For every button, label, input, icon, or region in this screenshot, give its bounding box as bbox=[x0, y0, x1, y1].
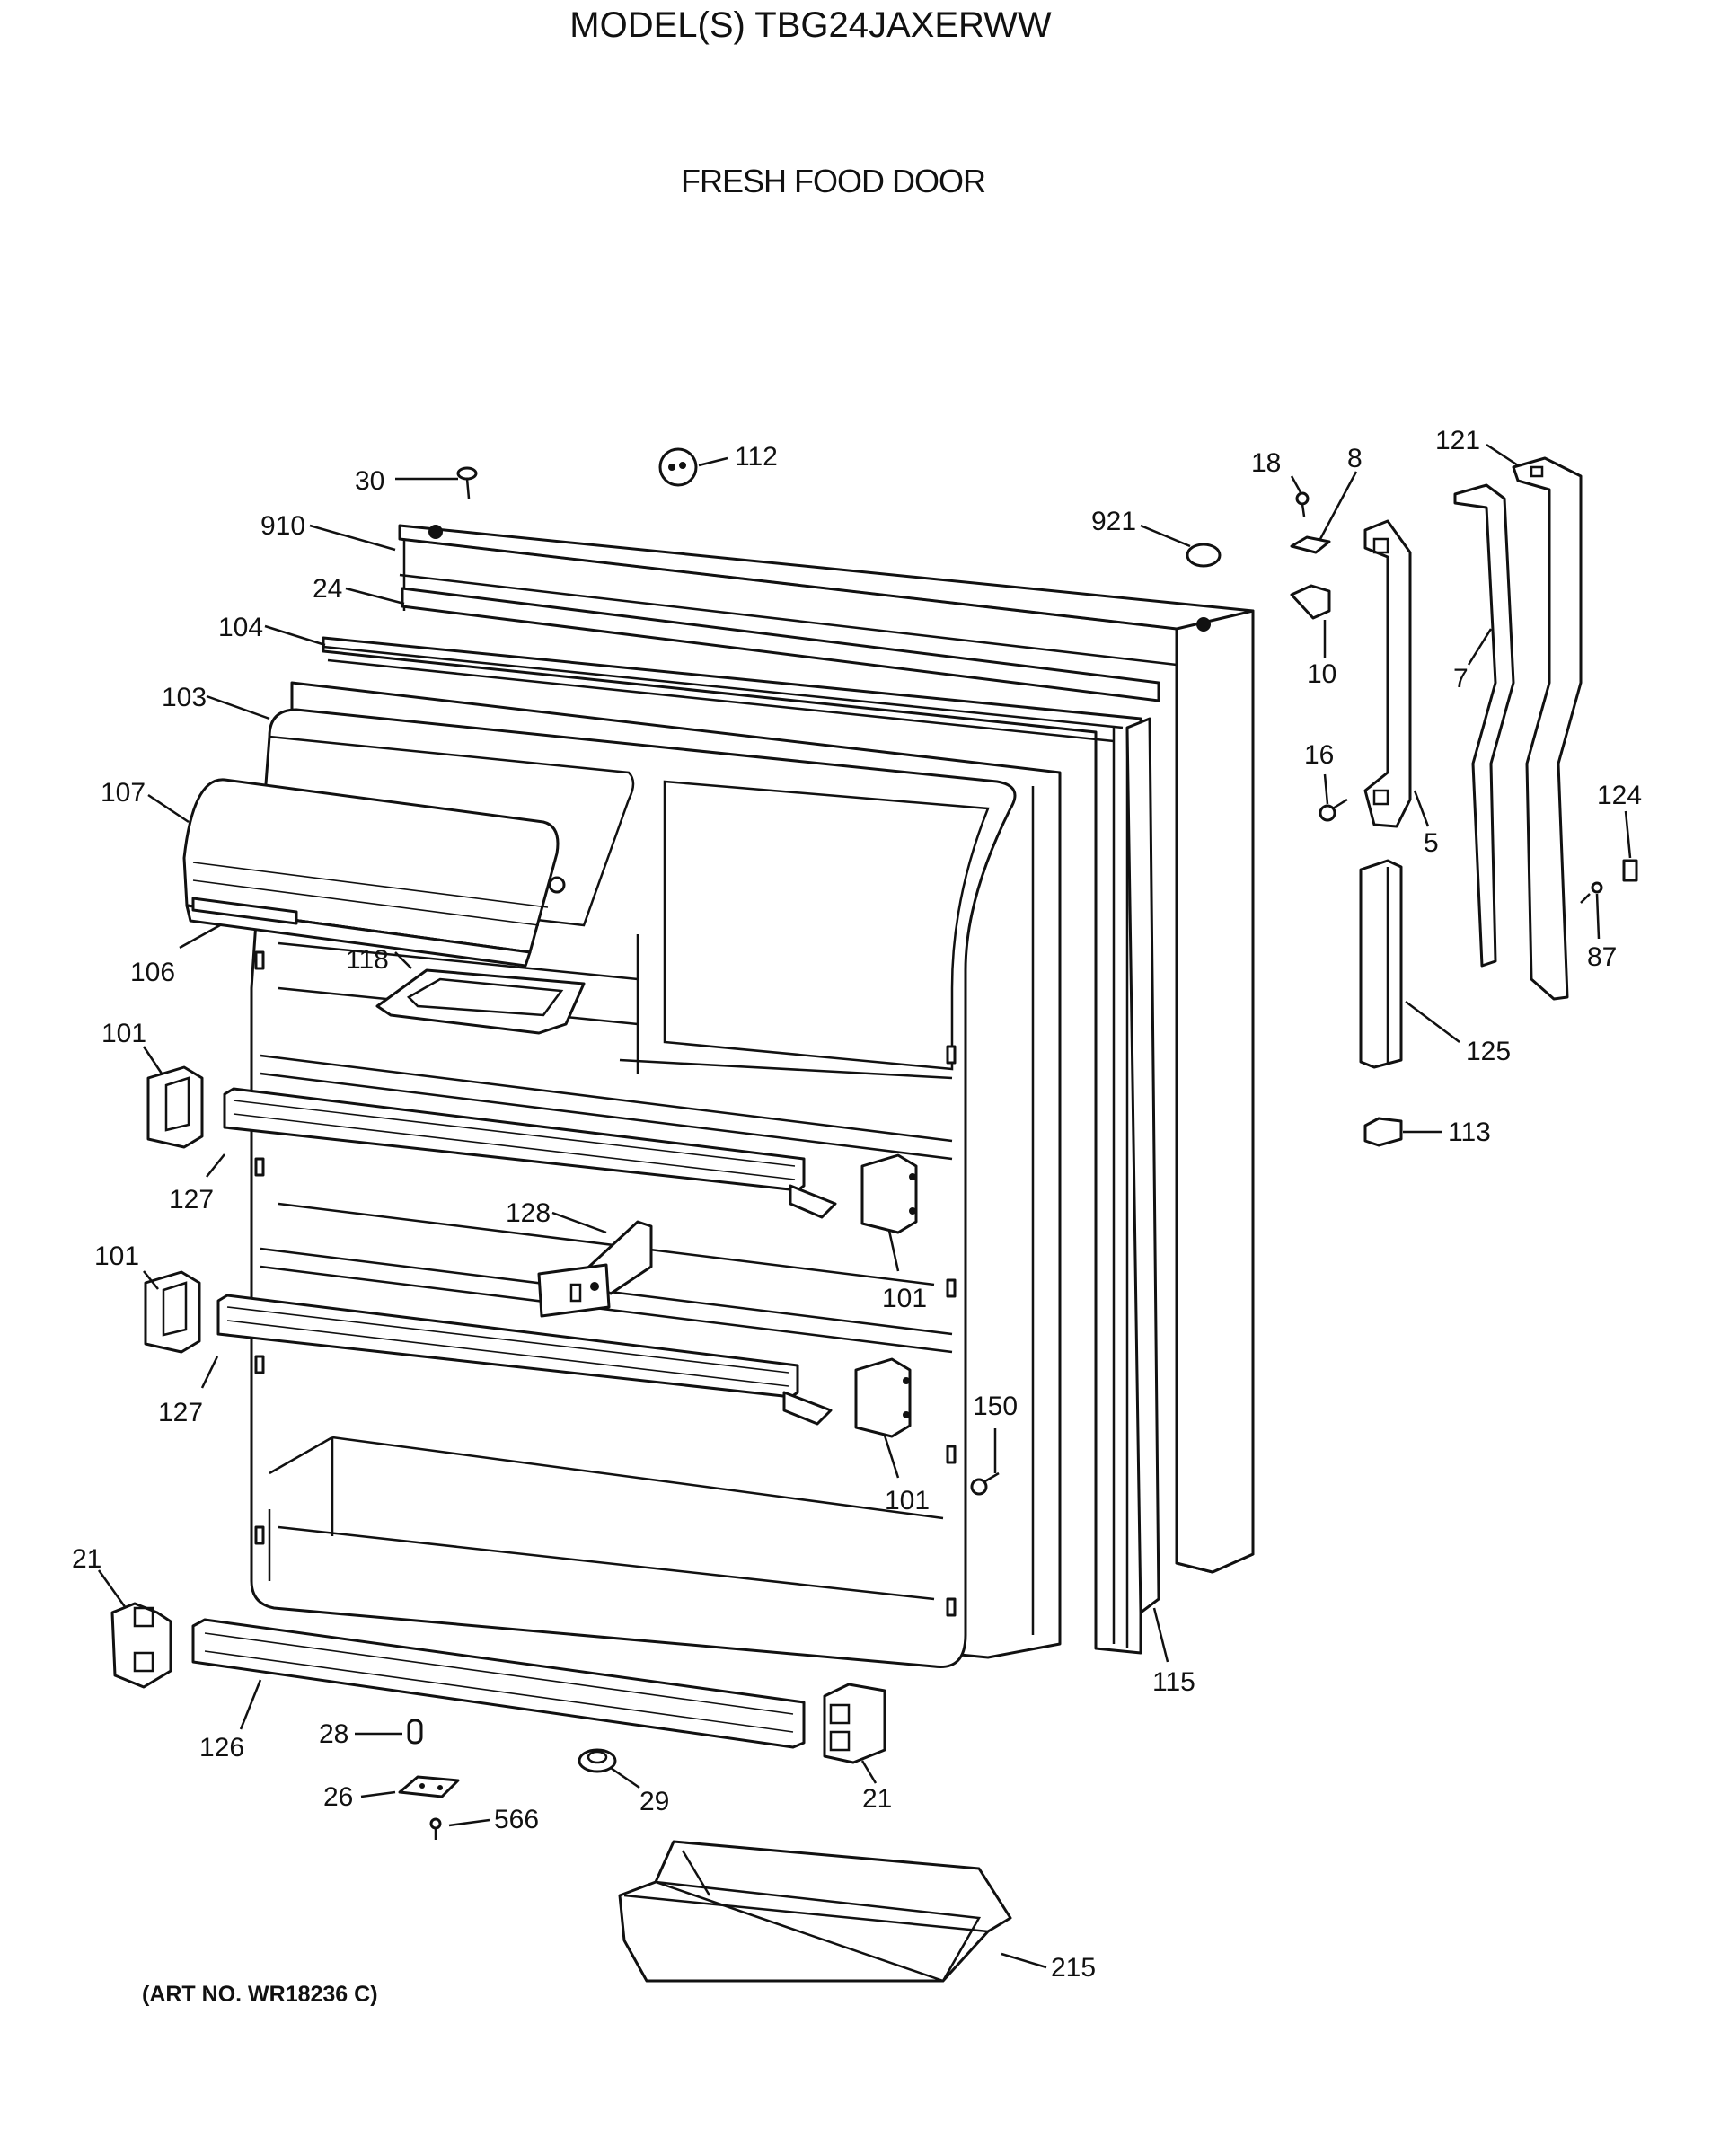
seal-strip bbox=[1125, 717, 1160, 1614]
shelf-bracket bbox=[854, 1357, 912, 1438]
callout-label: 29 bbox=[639, 1787, 669, 1816]
shelf-divider bbox=[537, 1220, 653, 1318]
leader-lines bbox=[97, 443, 1632, 1969]
callout-label: 921 bbox=[1091, 507, 1136, 536]
callout-label: 566 bbox=[494, 1805, 539, 1834]
screw-87 bbox=[1580, 881, 1603, 904]
handle-cap bbox=[1186, 543, 1222, 568]
callout-label: 5 bbox=[1424, 828, 1439, 858]
trim-121 bbox=[1512, 456, 1583, 1001]
shelf-bracket bbox=[144, 1270, 201, 1354]
diagram-subtitle: FRESH FOOD DOOR bbox=[680, 163, 986, 199]
callout-label: 21 bbox=[72, 1544, 101, 1574]
callout-label: 121 bbox=[1435, 426, 1480, 455]
callouts: 30 112 910 24 104 103 107 106 118 101 12… bbox=[72, 426, 1642, 1983]
callout-label: 112 bbox=[735, 442, 778, 472]
callout-label: 7 bbox=[1453, 664, 1469, 694]
door-shelf-upper bbox=[223, 1087, 837, 1219]
callout-label: 107 bbox=[101, 778, 146, 808]
hinge-right bbox=[823, 1683, 886, 1764]
screw-16 bbox=[1319, 798, 1348, 822]
callout-label: 8 bbox=[1347, 444, 1363, 473]
clip-124 bbox=[1622, 859, 1638, 882]
door-gasket bbox=[322, 636, 1142, 1655]
callout-label: 87 bbox=[1587, 942, 1617, 972]
clip-8 bbox=[1290, 535, 1331, 554]
callout-label: 150 bbox=[973, 1392, 1018, 1421]
callout-label: 24 bbox=[313, 574, 342, 604]
screw-150 bbox=[970, 1471, 1000, 1496]
screw-30 bbox=[456, 466, 478, 499]
hinge-left bbox=[110, 1602, 172, 1689]
door-shelf-lower bbox=[216, 1294, 833, 1426]
callout-label: 101 bbox=[101, 1019, 146, 1048]
handle-5 bbox=[1363, 519, 1412, 828]
callout-label: 101 bbox=[885, 1486, 930, 1515]
callout-label: 104 bbox=[218, 613, 263, 642]
callout-label: 215 bbox=[1051, 1953, 1096, 1983]
callout-label: 125 bbox=[1466, 1037, 1511, 1066]
stop-113 bbox=[1363, 1117, 1403, 1147]
callout-label: 10 bbox=[1307, 659, 1336, 689]
bottom-trim bbox=[191, 1618, 806, 1749]
callout-label: 115 bbox=[1152, 1667, 1195, 1697]
callout-label: 26 bbox=[323, 1782, 353, 1812]
end-cap-112 bbox=[658, 447, 698, 487]
callout-label: 101 bbox=[882, 1284, 927, 1313]
callout-label: 118 bbox=[346, 945, 389, 975]
breaker-strip bbox=[401, 587, 1160, 702]
callout-label: 16 bbox=[1304, 740, 1334, 770]
callout-label: 18 bbox=[1251, 448, 1281, 478]
screw-566 bbox=[429, 1817, 442, 1840]
callout-label: 910 bbox=[260, 511, 305, 541]
callout-label: 124 bbox=[1597, 781, 1642, 810]
screw-18 bbox=[1295, 491, 1310, 517]
shelf-bracket bbox=[860, 1153, 918, 1234]
plate-26 bbox=[398, 1775, 460, 1798]
shelf-bracket bbox=[146, 1065, 204, 1149]
egg-tray bbox=[375, 968, 586, 1035]
callout-label: 30 bbox=[355, 466, 384, 496]
art-number: (ART NO. WR18236 C) bbox=[142, 1982, 378, 2007]
callout-label: 127 bbox=[169, 1185, 214, 1215]
callout-label: 128 bbox=[506, 1198, 551, 1228]
callout-label: 103 bbox=[162, 683, 207, 712]
callout-label: 106 bbox=[130, 958, 175, 987]
callout-label: 126 bbox=[199, 1733, 244, 1763]
callout-label: 113 bbox=[1448, 1118, 1491, 1147]
diagram-title: MODEL(S) TBG24JAXERWW bbox=[569, 5, 1052, 45]
cap-29 bbox=[578, 1748, 617, 1773]
callout-label: 28 bbox=[319, 1719, 348, 1749]
clip-10 bbox=[1290, 584, 1331, 620]
callout-label: 21 bbox=[862, 1784, 892, 1814]
bracket-125 bbox=[1359, 859, 1403, 1069]
callout-label: 101 bbox=[94, 1241, 139, 1271]
pin-28 bbox=[407, 1719, 423, 1745]
door-bin bbox=[618, 1840, 1012, 1983]
trim-7 bbox=[1453, 483, 1515, 968]
dairy-door-hinge bbox=[191, 897, 298, 925]
callout-label: 127 bbox=[158, 1398, 203, 1427]
